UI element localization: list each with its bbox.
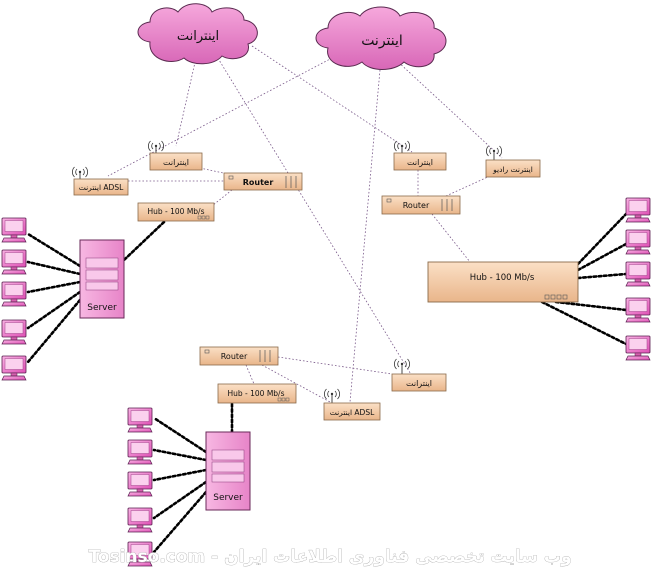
cloud-internet-label: اینترنت <box>361 33 403 49</box>
router-right[interactable]: Router <box>381 195 461 215</box>
lan-cables <box>26 212 628 554</box>
computer[interactable] <box>1 249 27 275</box>
radio-internet-box[interactable]: اینترنت رادیو <box>485 145 541 178</box>
cable-hub-right-5 <box>540 300 628 346</box>
cable-server-bottom-3 <box>152 468 208 482</box>
cable-hub-right-3 <box>576 272 628 280</box>
computer[interactable] <box>625 197 651 223</box>
link-internet-cloud-to-radio <box>395 59 503 159</box>
link-intranet-cloud-to-intranet-box-bottom <box>215 54 413 377</box>
cable-server-bottom-4 <box>152 480 208 520</box>
computers-top-left <box>1 217 27 381</box>
adsl-modem-left-label: اینترنت ADSL <box>79 183 124 192</box>
router-top-left[interactable]: Router <box>223 172 303 191</box>
link-router-to-hub-left <box>211 189 233 207</box>
computer[interactable] <box>1 281 27 307</box>
link-router-bottom-to-hub-bottom <box>245 364 255 385</box>
hub-right[interactable]: Hub - 100 Mb/s <box>427 261 579 303</box>
computer[interactable] <box>127 407 153 433</box>
cable-server-top-5 <box>26 298 82 364</box>
router-bottom-label: Router <box>221 352 248 361</box>
radio-internet-box-label: اینترنت رادیو <box>492 165 533 174</box>
computer[interactable] <box>625 261 651 287</box>
cloud-intranet-label: اینترانت <box>177 29 219 44</box>
cloud-internet[interactable]: اینترنت <box>315 6 447 70</box>
cable-hub-right-2 <box>576 242 628 272</box>
cloud-intranet[interactable]: اینترانت <box>137 3 258 65</box>
computer[interactable] <box>625 335 651 361</box>
link-intranet-cloud-to-intranet-box <box>175 57 197 147</box>
wan-links <box>107 45 503 403</box>
server-top-left-label: Server <box>87 303 117 313</box>
link-intranet-box-to-router <box>199 167 229 175</box>
router-top-left-label: Router <box>243 178 274 187</box>
router-right-label: Router <box>403 201 430 210</box>
link-radio-to-router-right <box>445 175 491 197</box>
intranet-box-top-right[interactable]: اینترانت <box>393 140 447 171</box>
computer[interactable] <box>1 319 27 345</box>
intranet-box-top-left[interactable]: اینترانت <box>147 140 203 171</box>
intranet-box-top-left-label: اینترانت <box>163 158 189 167</box>
intranet-box-top-right-label: اینترانت <box>407 158 433 167</box>
cable-server-bottom-2 <box>152 448 208 462</box>
hub-right-label: Hub - 100 Mb/s <box>470 273 535 283</box>
intranet-box-bottom[interactable]: اینترانت <box>391 358 447 392</box>
computer[interactable] <box>1 355 27 381</box>
server-top-left[interactable]: Server <box>79 239 125 319</box>
link-internet-cloud-to-adsl-left <box>107 57 333 177</box>
computer[interactable] <box>1 217 27 243</box>
computer[interactable] <box>127 507 153 533</box>
adsl-modem-left[interactable]: اینترنت ADSL <box>71 166 129 196</box>
server-bottom-label: Server <box>213 493 243 503</box>
cable-server-top-1 <box>26 232 82 268</box>
cable-hub-right-4 <box>554 300 628 312</box>
computer[interactable] <box>625 229 651 255</box>
computer[interactable] <box>625 297 651 323</box>
cable-server-top-2 <box>26 260 82 276</box>
computers-right <box>625 197 651 361</box>
intranet-box-bottom-label: اینترانت <box>406 379 432 388</box>
link-internet-cloud-to-adsl-bottom <box>349 69 381 403</box>
computer[interactable] <box>127 471 153 497</box>
cable-server-top-3 <box>26 280 82 294</box>
cable-hub-left-to-server <box>122 220 166 262</box>
hub-top-left[interactable]: Hub - 100 Mb/s <box>137 202 215 222</box>
computers-bottom <box>127 407 153 567</box>
link-router-bottom-to-intranet-bottom <box>277 356 393 375</box>
link-router-right-to-hub-right <box>431 213 471 263</box>
adsl-modem-bottom-label: اینترنت ADSL <box>330 408 375 417</box>
router-bottom[interactable]: Router <box>199 346 279 366</box>
cable-hub-right-1 <box>576 212 628 266</box>
cable-server-bottom-1 <box>152 416 208 454</box>
adsl-modem-bottom[interactable]: اینترنت ADSL <box>323 388 381 421</box>
watermark: وب سایت تخصصی فناوری اطلاعات ایران - Tos… <box>88 547 571 567</box>
hub-bottom[interactable]: Hub - 100 Mb/s <box>217 383 297 404</box>
link-intranet-cloud-to-intranet-box-right <box>251 45 413 153</box>
server-bottom[interactable]: Server <box>205 431 251 511</box>
hub-top-left-label: Hub - 100 Mb/s <box>148 207 205 216</box>
hub-bottom-label: Hub - 100 Mb/s <box>228 389 285 398</box>
cable-server-bottom-5 <box>152 490 208 554</box>
computer[interactable] <box>127 439 153 465</box>
cable-server-top-4 <box>26 290 82 330</box>
